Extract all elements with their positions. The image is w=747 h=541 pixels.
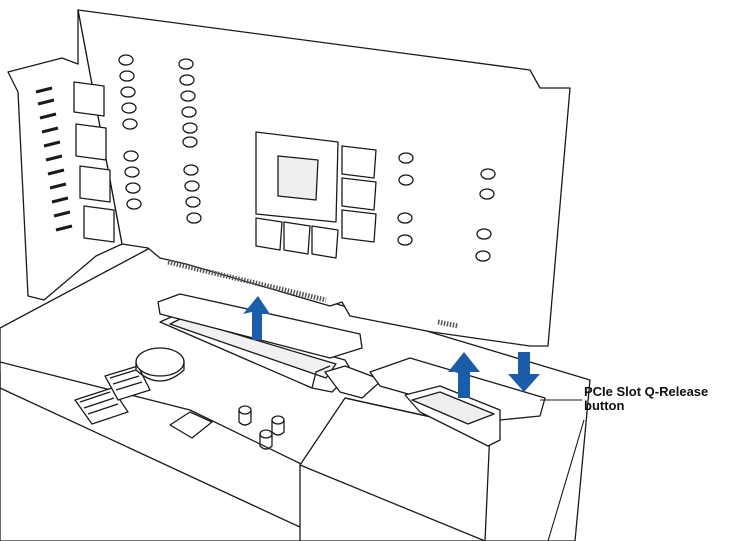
q-release-button [369, 357, 546, 447]
battery [135, 347, 185, 382]
pcie-slot [159, 313, 383, 399]
callout-label-line2: button [584, 398, 625, 413]
storage-block [299, 397, 491, 541]
arrow-up-icon [243, 296, 270, 340]
board-chip [169, 411, 213, 439]
callout-label-line1: PCIe Slot Q-Release [584, 384, 709, 399]
callout-leader [540, 399, 585, 541]
gpu-chip [255, 131, 339, 223]
memory-chips [255, 145, 377, 259]
arrow-down-icon [508, 352, 540, 392]
capacitors [238, 405, 285, 450]
display-ports [73, 81, 115, 243]
arrow-up-icon [448, 352, 480, 398]
connector-mid [104, 365, 151, 401]
q-release-callout: PCIe Slot Q-Release button [584, 385, 744, 413]
card-capacitors [118, 54, 496, 262]
connector-left [74, 387, 129, 425]
